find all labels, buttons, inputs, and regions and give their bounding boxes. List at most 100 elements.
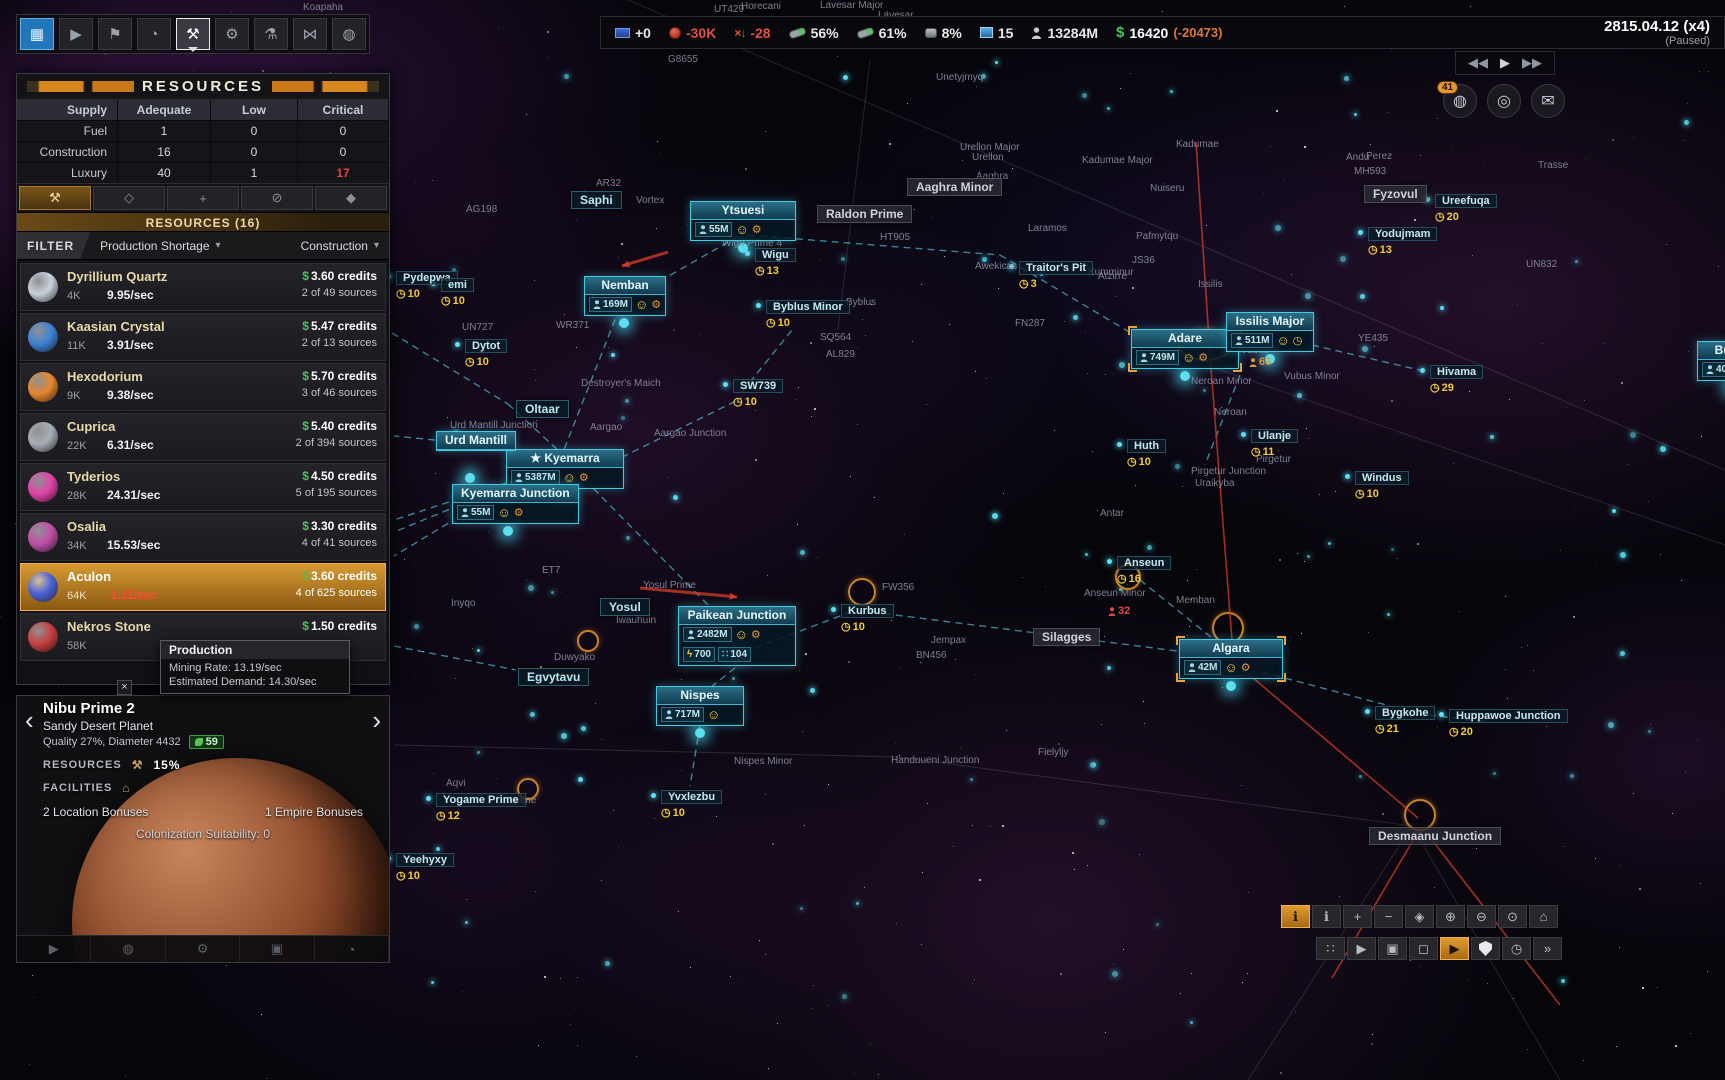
minor-system-fw356[interactable]: FW356 (882, 582, 915, 593)
system-sw739[interactable]: SW739◷10 (733, 376, 784, 408)
minor-system-memban[interactable]: Memban (1176, 595, 1215, 606)
system-label-egvytavu[interactable]: Egvytavu (518, 668, 590, 686)
trade-tool[interactable]: ⋈ (293, 18, 327, 50)
system-label-aaghra-minor[interactable]: Aaghra Minor (907, 178, 1003, 196)
minor-system-sq564[interactable]: SQ564 (820, 332, 852, 343)
minor-system-horecani[interactable]: Horecani (741, 1, 782, 12)
tab-liquids[interactable]: ◆ (315, 186, 387, 210)
system-emi[interactable]: emi◷10 (441, 275, 474, 307)
system-label-desmaanu-junction[interactable]: Desmaanu Junction (1369, 827, 1502, 845)
minor-system-mh593[interactable]: MH593 (1354, 166, 1387, 177)
minor-system-unetyjmyq[interactable]: Unetyjmyq (936, 72, 984, 83)
planet-tab-history[interactable]: ◔ (315, 936, 389, 962)
minor-system-issilis[interactable]: Issilis (1198, 279, 1223, 290)
system-box-burep[interactable]: Burep40M (1697, 341, 1725, 381)
tab-mining[interactable]: ⚒ (19, 186, 91, 210)
screenshot[interactable]: ▣ (1378, 937, 1407, 960)
system-huppawoe-junction[interactable]: Huppawoe Junction◷20 (1449, 706, 1568, 738)
minor-system-g8655[interactable]: G8655 (668, 54, 699, 65)
zoom-select[interactable]: ◈ (1405, 905, 1434, 928)
minor-system-nuiseru[interactable]: Nuiseru (1150, 183, 1185, 194)
minor-system-aqvi[interactable]: Aqvi (446, 778, 466, 789)
minor-system-laramos[interactable]: Laramos (1028, 223, 1067, 234)
system-bygkohe[interactable]: Bygkohe◷21 (1375, 703, 1436, 735)
minor-system-fielyljy[interactable]: Fielyljy (1038, 747, 1069, 758)
minor-system-wr371[interactable]: WR371 (556, 320, 590, 331)
diplomacy-relations[interactable]: ◎ (1487, 84, 1521, 118)
planet-tab-info[interactable]: ▣ (240, 936, 315, 962)
minor-system-ar32[interactable]: AR32 (596, 178, 622, 189)
minor-system-urellon[interactable]: Urellon (972, 152, 1004, 163)
rewind-button[interactable]: ◀◀ (1468, 55, 1488, 70)
system-yodujmam[interactable]: Yodujmam◷13 (1368, 224, 1438, 256)
minor-system-urd-mantill-junction[interactable]: Urd Mantill Junction (450, 420, 538, 431)
minor-system-duwyako[interactable]: Duwyako (554, 652, 596, 663)
minor-system-kadumae-major[interactable]: Kadumae Major (1082, 155, 1153, 166)
system-huth[interactable]: Huth◷10 (1127, 436, 1167, 468)
system-windus[interactable]: Windus◷10 (1355, 468, 1409, 500)
minor-system-jempax[interactable]: Jempax (931, 635, 967, 646)
construction-tool[interactable]: ⚙ (215, 18, 249, 50)
grid-toggle[interactable]: ∷ (1316, 937, 1345, 960)
fast-forward-button[interactable]: ▶▶ (1522, 55, 1542, 70)
select-mode[interactable]: ▶ (1440, 937, 1469, 960)
center-view[interactable]: ⌂ (1529, 905, 1558, 928)
minor-system-handuueni-junction[interactable]: Handuueni Junction (891, 755, 980, 766)
system-label-silagges[interactable]: Silagges (1033, 628, 1101, 646)
minor-system-ut429[interactable]: UT429 (714, 4, 745, 15)
minor-system-js36[interactable]: JS36 (1132, 255, 1155, 266)
minor-system-byblus[interactable]: Byblus (846, 297, 877, 308)
system-ureefuqa[interactable]: Ureefuqa◷20 (1435, 191, 1497, 223)
find-location[interactable]: ⊙ (1498, 905, 1527, 928)
production-filter-dropdown[interactable]: Production Shortage ▾ (100, 239, 220, 253)
system-wigu[interactable]: Wigu◷13 (755, 245, 796, 277)
minor-system-vubus-minor[interactable]: Vubus Minor (1284, 371, 1340, 382)
minor-system-nispes-minor[interactable]: Nispes Minor (734, 756, 793, 767)
minor-system-inyqo[interactable]: Inyqo (451, 598, 476, 609)
overlay-info-toggle[interactable]: ℹ (1281, 905, 1310, 928)
minor-system-urellon-major[interactable]: Urellon Major (960, 142, 1020, 153)
minor-system-iwauhuin[interactable]: Iwauhuin (616, 615, 657, 626)
tab-expansion[interactable]: + (167, 186, 239, 210)
system-ulanje[interactable]: Ulanje◷11 (1251, 426, 1299, 458)
minor-system-yosul-prime[interactable]: Yosul Prime (643, 580, 696, 591)
messages[interactable]: ✉ (1531, 84, 1565, 118)
mining-tool[interactable]: ⚒ (176, 18, 210, 52)
system-label-fyzovul[interactable]: Fyzovul (1364, 185, 1427, 203)
system-kurbus[interactable]: Kurbus◷10 (841, 601, 894, 633)
system-byblus-minor[interactable]: Byblus Minor◷10 (766, 297, 850, 329)
system-anseun[interactable]: Anseun◷16 (1117, 553, 1172, 585)
system-label-oltaar[interactable]: Oltaar (516, 400, 569, 418)
minor-system-trasse[interactable]: Trasse (1538, 160, 1569, 171)
minor-system-lavesar[interactable]: Lavesar (878, 10, 914, 21)
system-traitor-s-pit[interactable]: Traitor's Pit◷3 (1019, 258, 1094, 290)
planet-tab-ships[interactable]: ▶ (17, 936, 92, 962)
minor-system-et7[interactable]: ET7 (542, 565, 561, 576)
minor-system-ye435[interactable]: YE435 (1358, 333, 1389, 344)
empire-tool[interactable]: ◍ (332, 18, 366, 50)
minor-system-atzirre[interactable]: Atzirre (1098, 271, 1127, 282)
colonies-tool[interactable]: ⚑ (98, 18, 132, 50)
system-label-raldon-prime[interactable]: Raldon Prime (817, 205, 913, 223)
system-yeehyxy[interactable]: Yeehyxy◷10 (396, 850, 455, 882)
frame-select[interactable]: ◻ (1409, 937, 1438, 960)
minor-system-koapaha[interactable]: Koapaha (303, 2, 344, 13)
minor-system-kadumae[interactable]: Kadumae (1176, 139, 1219, 150)
close-icon[interactable]: × (117, 680, 132, 695)
play-button[interactable]: ▶ (1500, 55, 1510, 70)
minor-system-vortex[interactable]: Vortex (636, 195, 665, 206)
time-control[interactable]: ◷ (1502, 937, 1531, 960)
prev-planet-button[interactable]: ‹ (25, 705, 34, 735)
minor-system-ht905[interactable]: HT905 (880, 232, 911, 243)
minor-system-uraikyba[interactable]: Uraikyba (1195, 478, 1235, 489)
system-yvxlezbu[interactable]: Yvxlezbu◷10 (661, 787, 723, 819)
research-tool[interactable]: ⚗ (254, 18, 288, 50)
